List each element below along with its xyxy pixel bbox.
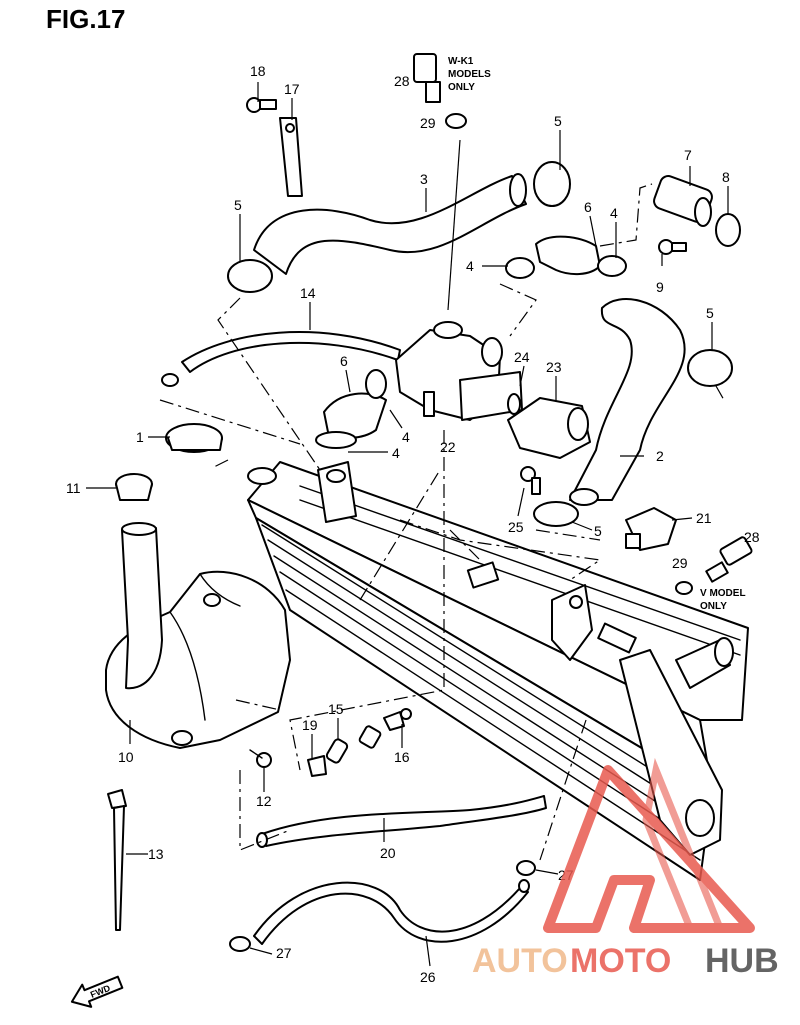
- callout-14: 14: [300, 285, 316, 301]
- clamp-27-lower: [229, 860, 536, 952]
- callout-29-v: 29: [672, 555, 688, 571]
- hose-6-upper: [535, 235, 601, 276]
- callout-20: 20: [380, 845, 396, 861]
- callout-2: 2: [656, 448, 664, 464]
- watermark-moto: MOTO: [570, 942, 671, 980]
- callout-26: 26: [420, 969, 436, 985]
- collar-15: [325, 738, 349, 764]
- bolt-25: [520, 466, 541, 495]
- hose-20: [256, 795, 547, 848]
- callout-16: 16: [394, 749, 410, 765]
- note-v: V MODEL ONLY: [700, 588, 746, 612]
- hose-2: [569, 298, 686, 506]
- callout-4-d: 4: [392, 445, 400, 461]
- hose-14: [161, 331, 401, 387]
- callout-23: 23: [546, 359, 562, 375]
- callout-24: 24: [514, 349, 530, 365]
- bracket-17: [279, 117, 303, 197]
- reference-lines: [159, 183, 725, 861]
- callout-22: 22: [440, 439, 456, 455]
- callout-10: 10: [118, 749, 134, 765]
- callout-9: 9: [656, 279, 664, 295]
- watermark-auto: AUTO: [472, 942, 568, 980]
- clip-19: [307, 755, 327, 777]
- callout-4-c: 4: [402, 429, 410, 445]
- watermark-logo: AUTO MOTO HUB: [472, 757, 779, 980]
- figure-title: FIG.17: [46, 4, 125, 34]
- callout-5-b: 5: [554, 113, 562, 129]
- switch-21: [625, 507, 677, 551]
- callout-4-b: 4: [466, 258, 474, 274]
- thermostat-cover: [507, 397, 591, 459]
- callout-28-top: 28: [394, 73, 410, 89]
- callout-11: 11: [66, 480, 81, 496]
- callout-28-v: 28: [744, 529, 760, 545]
- callout-25: 25: [508, 519, 524, 535]
- bolt-9: [658, 239, 687, 255]
- callout-6-b: 6: [340, 353, 348, 369]
- callout-5-d: 5: [594, 523, 602, 539]
- radiator: [247, 461, 749, 881]
- callout-3: 3: [420, 171, 428, 187]
- callout-1: 1: [136, 429, 144, 445]
- hose-3: [253, 173, 527, 275]
- cable-tie-13: [107, 789, 127, 931]
- callout-21: 21: [696, 510, 712, 526]
- clamps: [227, 161, 733, 527]
- callout-5-c: 5: [706, 305, 714, 321]
- o-ring-8: [715, 213, 741, 247]
- note-wk1-line1: W-K1: [448, 56, 474, 67]
- thermostat-housing: [395, 321, 523, 421]
- watermark-hub: HUB: [705, 942, 779, 980]
- sensor-7: [653, 175, 713, 227]
- note-v-line2: ONLY: [700, 601, 727, 612]
- callout-12: 12: [256, 793, 272, 809]
- radiator-cap: [165, 423, 223, 453]
- fwd-arrow: FWD: [70, 975, 124, 1008]
- callout-13: 13: [148, 846, 164, 862]
- callout-15: 15: [328, 701, 344, 717]
- note-wk1: W-K1 MODELS ONLY: [448, 56, 491, 93]
- washer-29-v: [675, 581, 693, 595]
- callout-27-b: 27: [276, 945, 292, 961]
- callout-leaders: [86, 82, 729, 967]
- note-wk1-line3: ONLY: [448, 82, 475, 93]
- callout-5-a: 5: [234, 197, 242, 213]
- callout-6-a: 6: [584, 199, 592, 215]
- callout-18: 18: [250, 63, 266, 79]
- callout-19: 19: [302, 717, 318, 733]
- bolt-18: [246, 97, 277, 113]
- callout-29-top: 29: [420, 115, 436, 131]
- sensor-28-v: [705, 536, 753, 583]
- note-wk1-line2: MODELS: [448, 69, 491, 80]
- grommet-16: [358, 708, 412, 749]
- callout-7: 7: [684, 147, 692, 163]
- note-v-line1: V MODEL: [700, 588, 746, 599]
- leader-28: [447, 139, 461, 311]
- callout-17: 17: [284, 81, 300, 97]
- callout-numbers: 18 17 28 29 5 3 5 7 8 6 4 4 9 14 5 6 24 …: [66, 63, 760, 985]
- callout-8: 8: [722, 169, 730, 185]
- washer-29-top: [445, 113, 467, 129]
- sensor-28-top: [413, 53, 441, 103]
- cap-11: [115, 473, 153, 501]
- screw-12: [249, 749, 272, 768]
- callout-4-a: 4: [610, 205, 618, 221]
- reservoir-tank: [105, 522, 291, 749]
- hose-26: [253, 879, 530, 945]
